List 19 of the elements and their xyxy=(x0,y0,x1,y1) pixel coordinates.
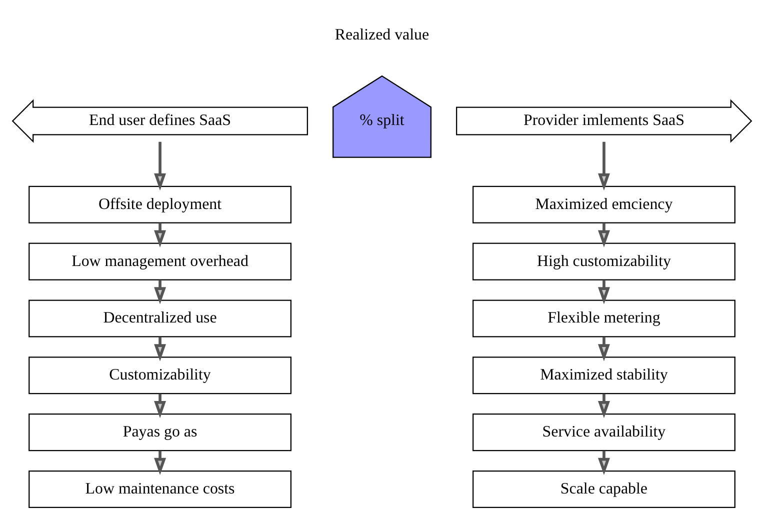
arrow xyxy=(598,141,610,190)
node-box: Low maintenance costs xyxy=(28,470,292,508)
arrow xyxy=(154,141,166,190)
node-box: Maximized stability xyxy=(472,356,736,394)
label: Realized value xyxy=(334,26,430,43)
node-box: Flexible metering xyxy=(472,299,736,337)
node-box: Payas go as xyxy=(28,413,292,451)
arrow xyxy=(598,450,610,475)
node-box: Service availability xyxy=(472,413,736,451)
node-box: Customizability xyxy=(28,356,292,394)
node-box: Decentralized use xyxy=(28,299,292,337)
arrow xyxy=(598,222,610,247)
node-box: Offsite deployment xyxy=(28,185,292,223)
node-box: High customizability xyxy=(472,242,736,280)
arrow xyxy=(154,222,166,247)
node-box: Low management overhead xyxy=(28,242,292,280)
node-box: Maximized emciency xyxy=(472,185,736,223)
node-box: Scale capable xyxy=(472,470,736,508)
arrow xyxy=(154,450,166,475)
